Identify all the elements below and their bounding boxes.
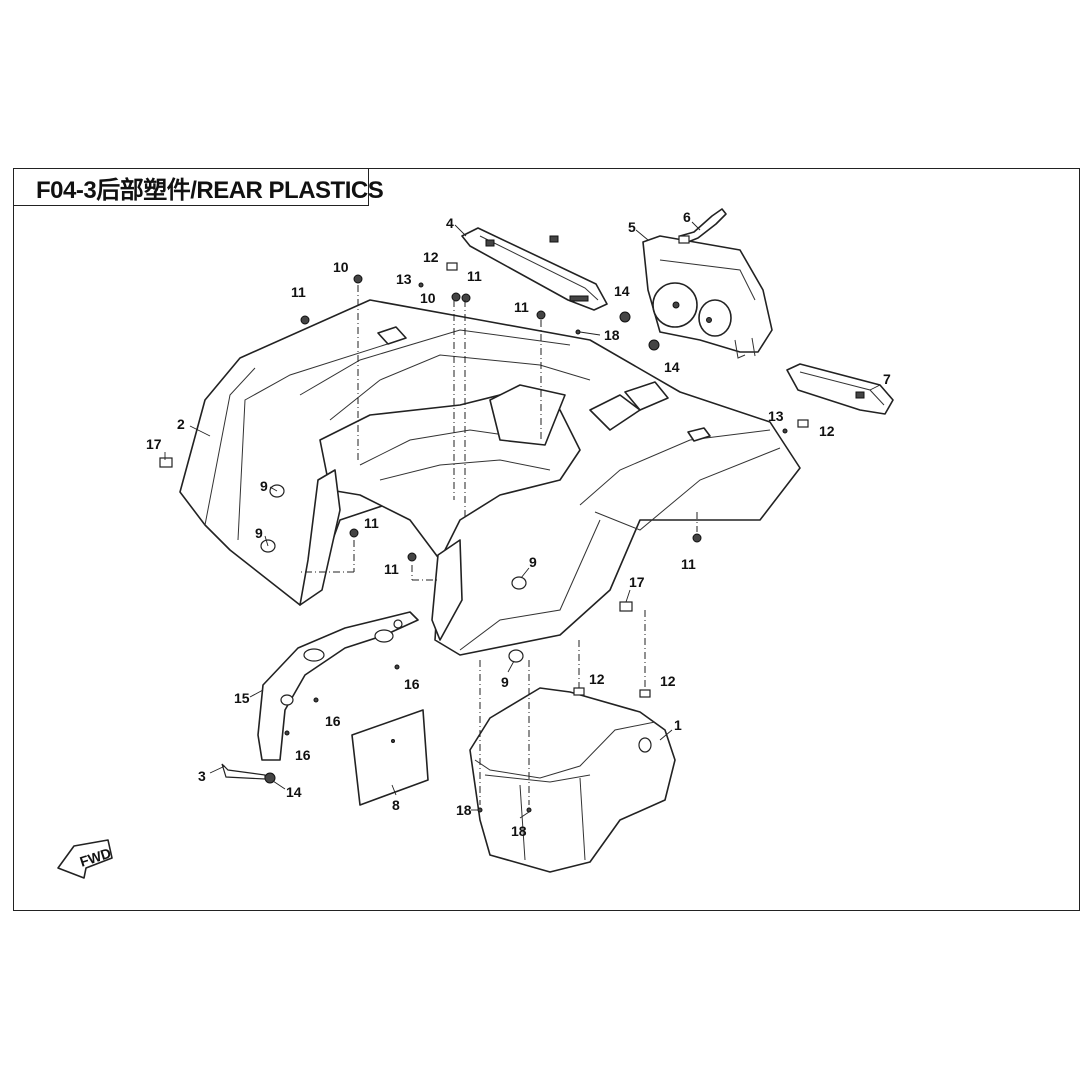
lower-tray-part [469, 687, 676, 873]
rear-grab-bar-part [461, 227, 608, 311]
callout-8: 8 [392, 797, 400, 813]
callout-14: 14 [664, 359, 680, 375]
callout-7: 7 [883, 371, 891, 387]
callout-18: 18 [456, 802, 472, 818]
fwd-direction-marker: FWD [57, 839, 113, 879]
callout-5: 5 [628, 219, 636, 235]
callout-3: 3 [198, 768, 206, 784]
callout-16: 16 [295, 747, 311, 763]
callout-11: 11 [467, 268, 482, 284]
drawing-frame [13, 168, 1080, 911]
callout-11: 11 [291, 284, 306, 300]
callout-12: 12 [819, 423, 835, 439]
callout-14: 14 [614, 283, 630, 299]
callout-11: 11 [364, 515, 379, 531]
callout-12: 12 [423, 249, 439, 265]
callout-11: 11 [514, 299, 529, 315]
callout-11: 11 [681, 556, 696, 572]
callout-6: 6 [683, 209, 691, 225]
callout-9: 9 [529, 554, 537, 570]
callout-9: 9 [255, 525, 263, 541]
callout-4: 4 [446, 215, 454, 231]
callout-16: 16 [404, 676, 420, 692]
leader-lines [164, 221, 881, 819]
callout-10: 10 [333, 259, 349, 275]
callout-1: 1 [674, 717, 682, 733]
mud-flap-part [221, 611, 419, 784]
title-box: F04-3后部塑件/REAR PLASTICS [13, 168, 384, 206]
callout-12: 12 [660, 673, 676, 689]
callout-18: 18 [511, 823, 527, 839]
callout-13: 13 [396, 271, 412, 287]
callout-9: 9 [260, 478, 268, 494]
callout-11: 11 [384, 561, 399, 577]
callout-17: 17 [146, 436, 162, 452]
tail-light-part [642, 235, 773, 359]
light-bracket-part [678, 208, 727, 244]
callout-15: 15 [234, 690, 250, 706]
reflector-cover-part [786, 363, 894, 415]
page-title: F04-3后部塑件/REAR PLASTICS [36, 176, 384, 204]
callout-9: 9 [501, 674, 509, 690]
callout-14: 14 [286, 784, 302, 800]
callout-18: 18 [604, 327, 620, 343]
callout-16: 16 [325, 713, 341, 729]
callout-2: 2 [177, 416, 185, 432]
callout-17: 17 [629, 574, 645, 590]
rear-fender-part [159, 299, 801, 663]
callout-10: 10 [420, 290, 436, 306]
assembly-lines [300, 285, 698, 805]
callout-labels: 1 2 3 4 5 6 7 8 9 9 9 9 10 10 11 11 11 1… [146, 209, 891, 839]
callout-13: 13 [768, 408, 784, 424]
decal-part [351, 709, 429, 806]
callout-12: 12 [589, 671, 605, 687]
